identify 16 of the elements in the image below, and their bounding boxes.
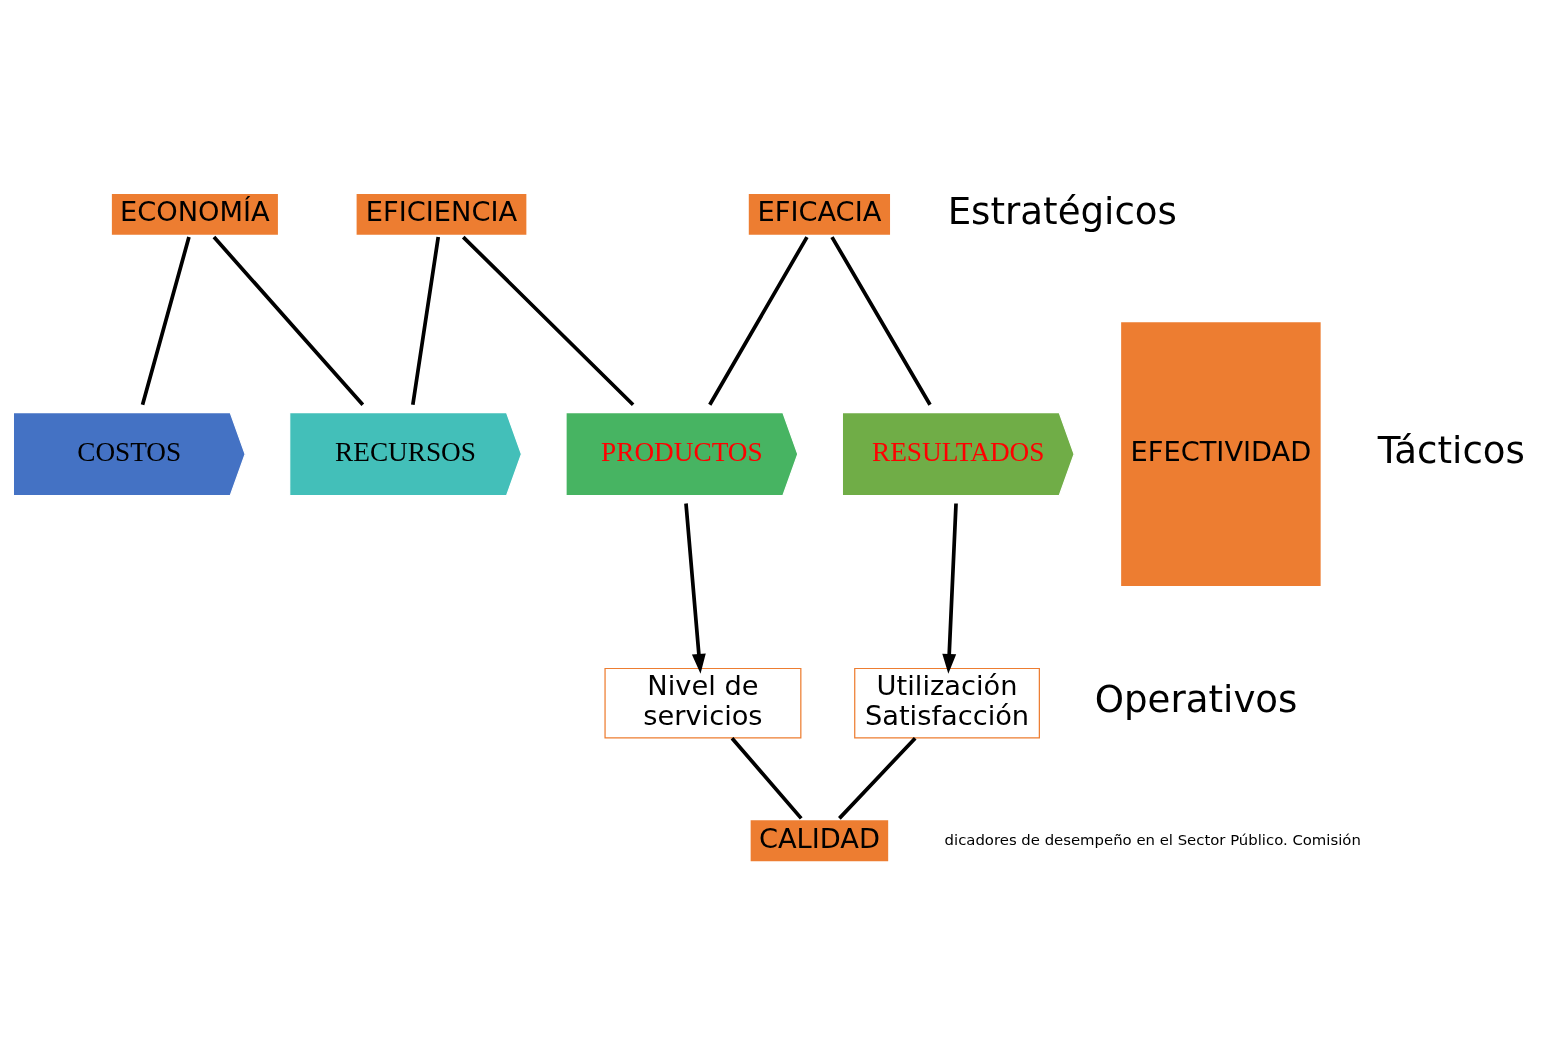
connector — [140, 236, 191, 405]
connector — [838, 736, 917, 820]
connector — [708, 235, 809, 406]
connector — [730, 736, 803, 820]
label: dicadores de desempeño en el Sector Público. Comisión — [944, 830, 1361, 849]
label: Estratégicos — [947, 188, 1177, 233]
node-box: Utilización Satisfacción — [854, 667, 1040, 738]
arrow — [684, 502, 706, 674]
connector — [212, 235, 365, 406]
label: Tácticos — [1377, 427, 1525, 472]
arrow — [942, 502, 958, 674]
label: Operativos — [1094, 676, 1298, 721]
node-box: Nivel de servicios — [604, 667, 802, 738]
connector — [461, 235, 635, 406]
connector — [411, 236, 441, 405]
connector — [830, 235, 932, 406]
